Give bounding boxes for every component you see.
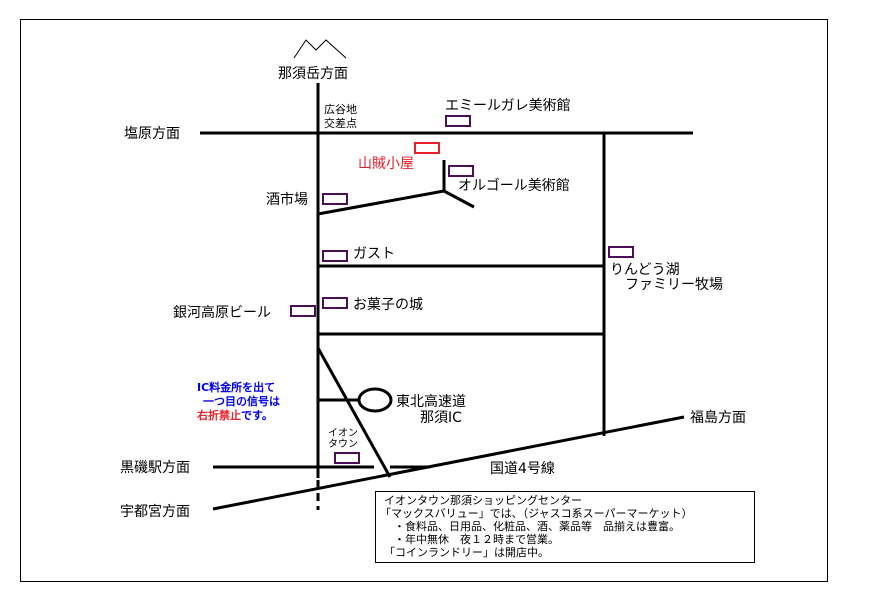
- tohoku-ic-icon: [357, 387, 393, 413]
- label-sakaichiba: 酒市場: [266, 192, 308, 208]
- sakaichiba-building: [322, 193, 348, 205]
- label-emile-galle: エミールガレ美術館: [445, 98, 571, 114]
- label-ic-note-3: 右折禁止です。: [197, 409, 273, 422]
- label-hirotani-2: 交差点: [324, 117, 357, 130]
- ginga-building: [290, 305, 316, 317]
- label-hirotani-1: 広谷地: [324, 103, 357, 116]
- label-sanzoku: 山賊小屋: [358, 156, 414, 172]
- label-utsunomiya: 宇都宮方面: [120, 504, 190, 520]
- label-ic-note-3b: です。: [241, 409, 273, 422]
- info-line-3: ・食料品、日用品、化粧品、酒、薬品等 品揃えは豊富。: [394, 520, 680, 533]
- label-kuroiso: 黒磯駅方面: [120, 460, 190, 476]
- label-rindoko-2: ファミリー牧場: [625, 277, 723, 293]
- okashi-building: [322, 297, 348, 309]
- sanzoku-building: [414, 142, 440, 154]
- label-rindoko-1: りんどう湖: [610, 262, 680, 278]
- label-ic-note-1: IC料金所を出て: [197, 381, 276, 394]
- road-route4: [212, 415, 685, 511]
- label-ic-note-3a: 右折禁止: [197, 409, 241, 422]
- info-line-4: ・年中無休 夜１２時まで営業。: [394, 533, 559, 546]
- label-aeon-1: イオン: [328, 428, 358, 439]
- aeon-info-box: イオンタウン那須ショッピングセンター 「マックスバリュー」では、（ジャスコ系スー…: [375, 491, 755, 563]
- orgel-building: [448, 165, 474, 177]
- map-frame: [20, 19, 828, 582]
- label-shiobara: 塩原方面: [124, 126, 180, 142]
- emile-galle-building: [445, 115, 471, 127]
- label-orgel: オルゴール美術館: [458, 178, 570, 194]
- label-aeon-2: タウン: [328, 439, 358, 450]
- info-line-1: イオンタウン那須ショッピングセンター: [384, 494, 582, 507]
- label-gusto: ガスト: [353, 246, 395, 262]
- gusto-building: [322, 250, 348, 262]
- mountain-icon: [293, 39, 347, 59]
- road-orgel-branch: [443, 189, 475, 209]
- label-ginga: 銀河高原ビール: [173, 305, 271, 321]
- label-fukushima: 福島方面: [690, 410, 746, 426]
- info-line-2: 「マックスバリュー」では、（ジャスコ系スーパーマーケット）: [380, 507, 693, 520]
- label-okashi: お菓子の城: [353, 297, 423, 313]
- road-aeon-diagonal: [316, 347, 392, 478]
- aeon-building: [334, 452, 360, 464]
- label-nasudake: 那須岳方面: [278, 66, 348, 82]
- label-ic-note-2: 一つ目の信号は: [203, 395, 280, 408]
- rindoko-building: [608, 246, 634, 258]
- label-tohoku-2: 那須IC: [420, 410, 462, 426]
- label-route4: 国道4号線: [490, 461, 555, 477]
- road-sakaichiba-diagonal: [317, 189, 445, 216]
- label-tohoku-1: 東北高速道: [396, 394, 466, 410]
- info-line-5: 「コインランドリー」は開店中。: [384, 546, 549, 559]
